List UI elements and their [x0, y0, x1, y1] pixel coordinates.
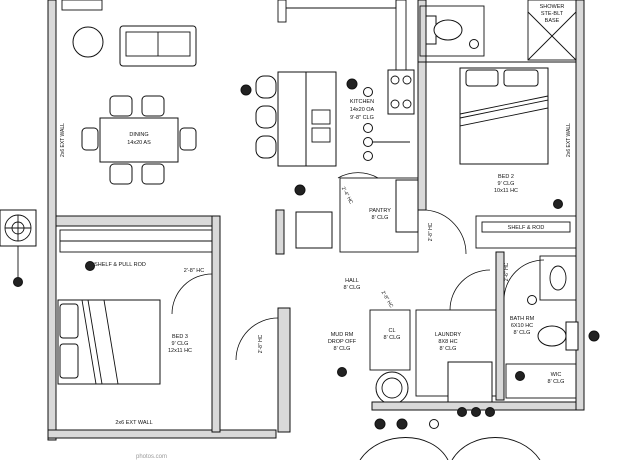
- callout-marker: [85, 261, 95, 271]
- bedroom3-name: BED 3: [172, 334, 188, 340]
- wic-name: WIC: [551, 372, 562, 378]
- bedroom2-wall-label: 2x6 EXT WALL: [566, 123, 572, 157]
- dining-wall-label: 2x6 EXT WALL: [60, 123, 66, 157]
- hall-size: 8' CLG: [344, 285, 361, 291]
- callout-marker: [429, 419, 439, 429]
- shower-stall: [527, 0, 577, 61]
- callout-marker: [553, 199, 563, 209]
- dining-table: [81, 95, 197, 185]
- callout-marker: [363, 151, 373, 161]
- laundry-name: LAUNDRY: [435, 332, 462, 338]
- bedroom3-clg: 9' CLG: [172, 341, 189, 347]
- callout-marker: [527, 295, 537, 305]
- bedroom3-size: 12x11 HC: [168, 348, 192, 354]
- hall-area: 2'-8" HC HALL 8' CLG 2'-8" HC MUD RM DRO…: [235, 269, 577, 460]
- bath-name: BATH RM: [510, 316, 535, 322]
- bed-2: [459, 67, 549, 165]
- callout-marker: [469, 39, 479, 49]
- callout-marker: [337, 367, 347, 377]
- bedroom2-size: 10x11 HC: [494, 188, 518, 194]
- callout-marker: [515, 371, 525, 381]
- callout-marker: [374, 418, 386, 430]
- callout-marker: [363, 87, 373, 97]
- laundry-clg: 8' CLG: [440, 346, 457, 352]
- callout-marker: [471, 407, 481, 417]
- callout-marker: [457, 407, 467, 417]
- bedroom-3: SHELF & PULL ROD BED 3 9' CLG 12x11 HC 2…: [0, 209, 221, 433]
- bath-vanity: [539, 255, 577, 301]
- round-side-table: [72, 26, 104, 58]
- watermark: photos.com: [136, 454, 167, 460]
- closet-name: CL: [388, 328, 395, 334]
- callout-marker: [13, 277, 23, 287]
- pantry-area: PANTRY 8' CLG 2'-4" HC: [275, 172, 419, 255]
- pantry-size: 8' CLG: [372, 215, 389, 221]
- bath-size: 6X10 HC: [511, 323, 533, 329]
- water-heater: [375, 371, 409, 405]
- bedroom2-name: BED 2: [498, 174, 514, 180]
- bath-tub: [505, 363, 577, 399]
- wic-size: 8' CLG: [548, 379, 565, 385]
- ac-unit: [0, 209, 37, 247]
- bath-clg: 8' CLG: [514, 330, 531, 336]
- range-stove: [387, 69, 415, 115]
- bottom-left-wall: [47, 429, 277, 439]
- hall-name: HALL: [345, 278, 359, 284]
- callout-marker: [240, 84, 252, 96]
- callout-marker: [346, 78, 358, 90]
- left-exterior-wall: [47, 0, 57, 441]
- kitchen-island: [255, 71, 337, 167]
- bedroom3-door-label: 2'-8" HC: [184, 268, 204, 274]
- dining-room-size: 14x20 AS: [127, 140, 151, 146]
- kitchen-room-name: KITCHEN: [350, 99, 374, 105]
- closet-size: 8' CLG: [384, 335, 401, 341]
- kitchen-room-size: 14x20 OA: [350, 107, 375, 113]
- right-exterior-wall: [575, 0, 585, 411]
- mudrm-name: MUD RM: [331, 332, 354, 338]
- dining-area: DINING 14x20 AS 2x6 EXT WALL: [60, 25, 197, 185]
- pantry-door-label: 2'-4" HC: [340, 186, 354, 206]
- callout-marker: [363, 123, 373, 133]
- bed3-closet-label: SHELF & PULL ROD: [94, 262, 146, 268]
- bedroom2-clg: 9' CLG: [498, 181, 515, 187]
- bedroom3-bottom-wall: 2x6 EXT WALL: [115, 420, 152, 426]
- callout-marker: [363, 137, 373, 147]
- bath-toilet: [537, 321, 579, 351]
- callout-marker: [294, 184, 306, 196]
- bed-3: [57, 299, 161, 385]
- washer: [295, 211, 333, 249]
- kitchen-area: KITCHEN 14x20 OA 9'-8" CLG: [240, 0, 415, 167]
- toilet: [425, 15, 463, 45]
- bedroom2-door-label: 2'-8" HC: [428, 222, 434, 241]
- pantry-name: PANTRY: [369, 208, 391, 214]
- callout-marker: [396, 418, 408, 430]
- shower-base: BASE: [545, 18, 560, 24]
- dining-room-name: DINING: [129, 132, 148, 138]
- bath-area: 2'-6" HC BATH RM 6X10 HC 8' CLG WIC 8' C…: [495, 251, 600, 401]
- bedroom-2: BED 2 9' CLG 10x11 HC 2x6 EXT WALL SHELF…: [417, 61, 577, 255]
- shower-size: STE-BLT: [541, 11, 564, 17]
- bath-door-label: 2'-6" HC: [504, 262, 510, 281]
- dryer: [447, 361, 493, 403]
- mudrm-sub: DROP OFF: [328, 339, 357, 345]
- kitchen-room-clg: 9'-8" CLG: [350, 115, 374, 121]
- callout-marker: [588, 330, 600, 342]
- bed2-closet-label: SHELF & ROD: [508, 225, 545, 231]
- mudrm-clg: 8' CLG: [334, 346, 351, 352]
- hall-door-label: 2'-8" HC: [380, 290, 395, 309]
- laundry-size: 8X8 HC: [438, 339, 457, 345]
- sofa: [119, 25, 197, 67]
- callout-marker: [485, 407, 495, 417]
- shower-name: SHOWER: [540, 4, 565, 10]
- mud-door-label: 2'-8" HC: [258, 334, 264, 353]
- top-left-stub: [61, 0, 103, 11]
- master-bath-area: SHOWER STE-BLT BASE: [417, 0, 577, 63]
